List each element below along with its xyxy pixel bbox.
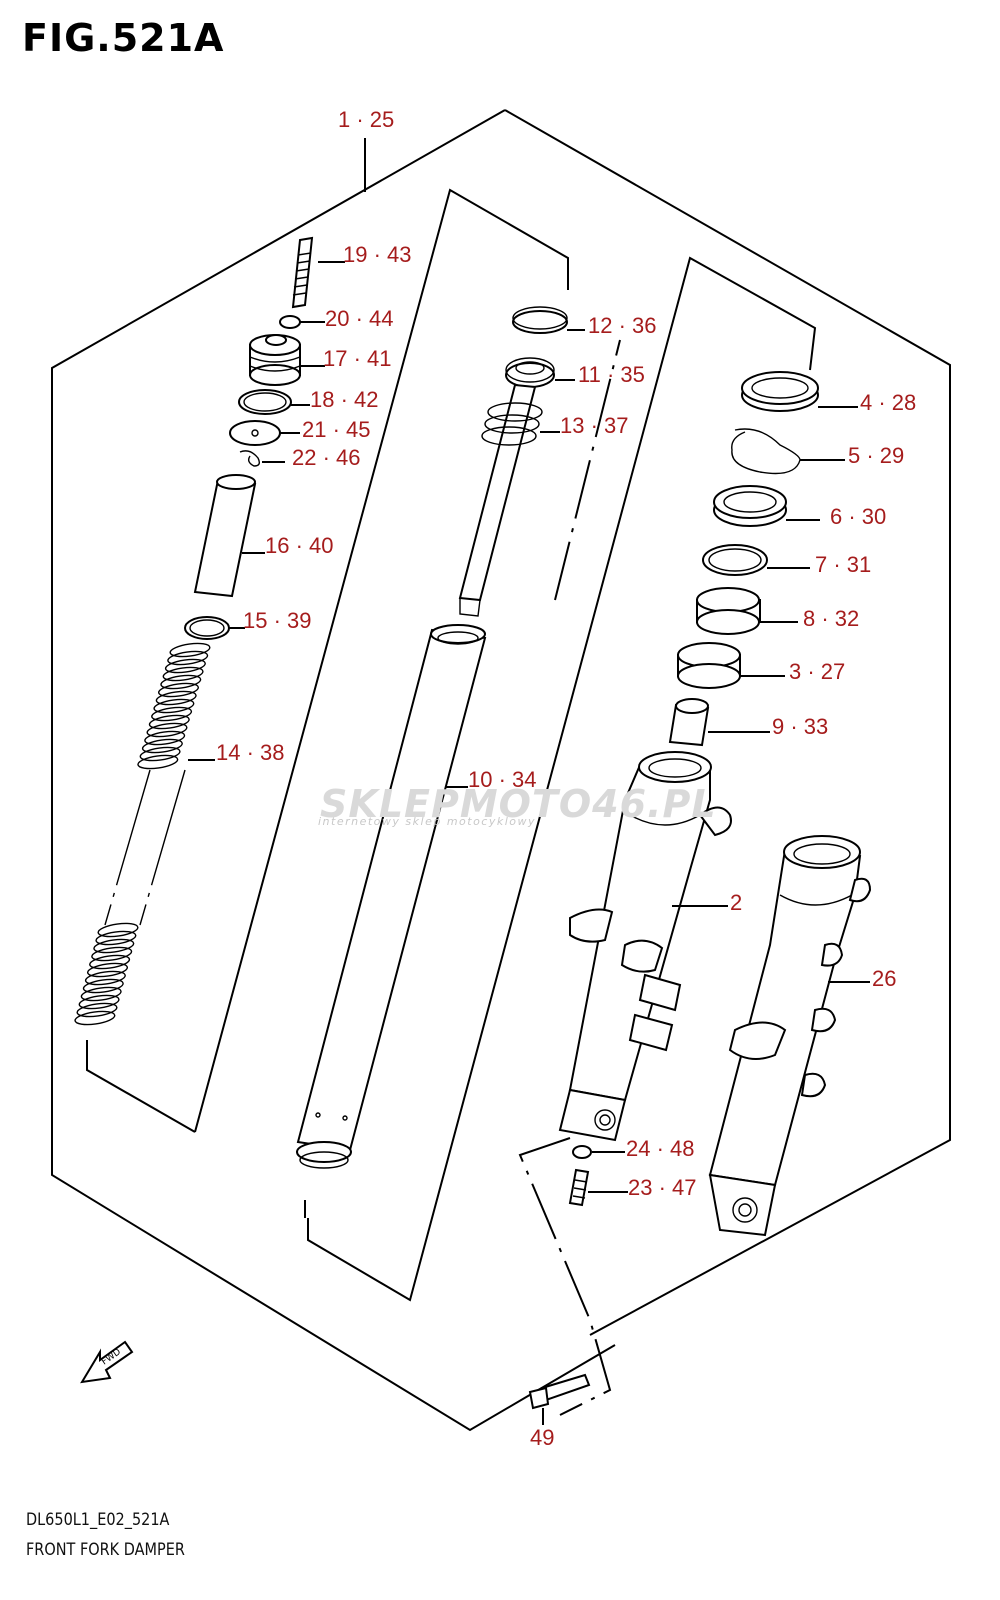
damper-group-frame-2 <box>194 188 569 1133</box>
callout-20: 20 · 44 <box>325 306 394 331</box>
callout-19: 19 · 43 <box>343 242 412 267</box>
callout-11: 11 · 35 <box>578 362 645 387</box>
tube-group-frame <box>307 256 817 1302</box>
callout-22: 22 · 46 <box>292 445 361 470</box>
part-damper-head <box>505 357 555 388</box>
bolt-group-frame <box>518 1137 612 1416</box>
callout-23: 23 · 47 <box>628 1175 697 1200</box>
part-stopper-ring <box>731 428 801 475</box>
callout-1: 1 · 25 <box>338 107 394 132</box>
callout-3: 3 · 27 <box>789 659 845 684</box>
part-rebound-spring <box>458 383 543 617</box>
leader-fork <box>554 339 621 601</box>
callout-24: 24 · 48 <box>626 1136 695 1161</box>
callout-6: 6 · 30 <box>830 504 886 529</box>
part-oil-seal <box>713 485 787 527</box>
part-bolt <box>528 1373 591 1410</box>
callout-17: 17 · 41 <box>323 346 392 371</box>
callout-7: 7 · 31 <box>815 552 871 577</box>
part-adjuster-rod <box>291 236 314 309</box>
part-oil-lock-piece <box>668 698 710 747</box>
callout-2: 2 <box>730 890 742 915</box>
callout-9: 9 · 33 <box>772 714 828 739</box>
footer-description: FRONT FORK DAMPER <box>26 1540 185 1560</box>
figure-title: FIG.521A <box>22 16 225 60</box>
callout-10: 10 · 34 <box>468 767 537 792</box>
part-piston-ring <box>512 310 568 334</box>
watermark-brand: SKLEPMOTO46.PL <box>320 782 717 826</box>
part-dust-seal <box>741 371 819 412</box>
part-inner-tube <box>296 624 487 1169</box>
watermark-tagline: internetowy sklep motocyklowy <box>318 815 537 828</box>
part-fork-spring <box>74 642 211 1026</box>
part-outer-tube-left <box>708 835 872 1237</box>
part-oil-seal-retainer <box>702 544 768 576</box>
part-outer-tube-right <box>558 751 732 1142</box>
assembly-boundary-outline-left <box>51 109 616 1432</box>
callout-5: 5 · 29 <box>848 443 904 468</box>
callout-49: 49 <box>530 1425 554 1450</box>
part-gasket <box>572 1145 592 1159</box>
callout-4: 4 · 28 <box>860 390 916 415</box>
callout-18: 18 · 42 <box>310 387 379 412</box>
part-o-ring-small <box>279 315 301 329</box>
part-cap-bolt <box>249 334 301 386</box>
callout-13: 13 · 37 <box>560 413 629 438</box>
callout-16: 16 · 40 <box>265 533 334 558</box>
part-spacer-tube <box>193 474 257 598</box>
callout-8: 8 · 32 <box>803 606 859 631</box>
part-slide-bushing <box>677 642 741 689</box>
callout-12: 12 · 36 <box>588 313 657 338</box>
part-clip <box>239 450 261 467</box>
footer-model-code: DL650L1_E02_521A <box>26 1510 170 1530</box>
callout-14: 14 · 38 <box>216 740 285 765</box>
part-o-ring <box>238 389 292 415</box>
part-damper-rod-bolt <box>568 1168 590 1207</box>
part-guide-bushing <box>696 587 761 635</box>
callout-26: 26 <box>872 966 896 991</box>
callout-21: 21 · 45 <box>302 417 371 442</box>
callout-15: 15 · 39 <box>243 608 312 633</box>
forward-direction-icon: FWD <box>80 1340 134 1384</box>
assembly-boundary-outline <box>504 109 951 1336</box>
part-washer <box>229 420 281 446</box>
damper-group-frame <box>86 1040 196 1133</box>
